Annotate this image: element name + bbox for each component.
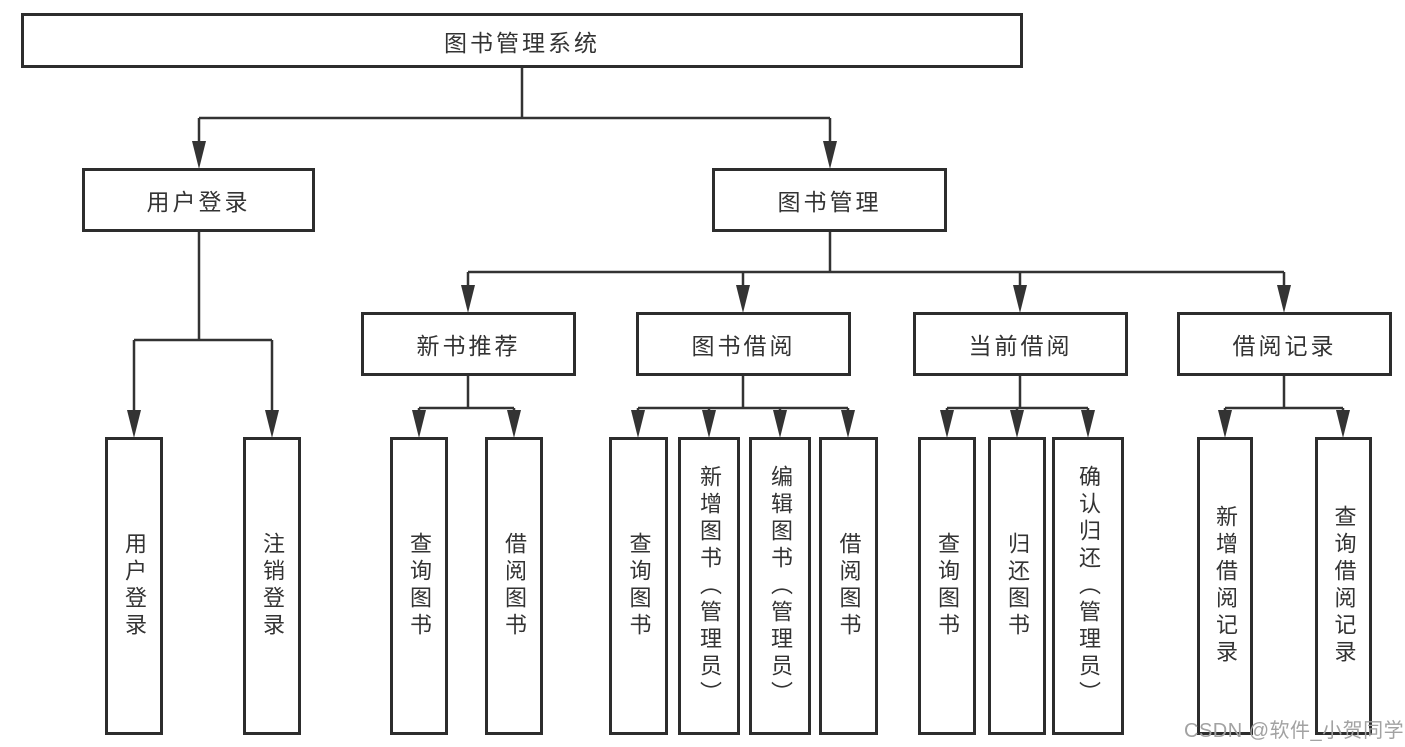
node-borrow-borrow-books: 借阅图书 [819,437,878,735]
node-borrow-query-books: 查询图书 [609,437,668,735]
node-book-borrow: 图书借阅 [636,312,851,376]
node-root-system: 图书管理系统 [21,13,1023,68]
node-new-book-recommend: 新书推荐 [361,312,576,376]
node-current-confirm-return-admin: 确认归还（管理员） [1052,437,1124,735]
csdn-watermark: CSDN @软件_小贺同学 [1184,720,1405,742]
node-recommend-borrow-books: 借阅图书 [485,437,543,735]
node-book-management: 图书管理 [712,168,947,232]
node-borrow-records: 借阅记录 [1177,312,1392,376]
node-user-login-action: 用户登录 [105,437,163,735]
node-records-query-record: 查询借阅记录 [1315,437,1372,735]
node-records-add-record: 新增借阅记录 [1197,437,1253,735]
node-borrow-add-books-admin: 新增图书（管理员） [678,437,740,735]
arrowheads [127,141,1350,438]
node-logout-action: 注销登录 [243,437,301,735]
node-current-return-books: 归还图书 [988,437,1046,735]
node-borrow-edit-books-admin: 编辑图书（管理员） [749,437,811,735]
node-user-login: 用户登录 [82,168,315,232]
node-current-query-books: 查询图书 [918,437,976,735]
node-current-borrow: 当前借阅 [913,312,1128,376]
node-recommend-query-books: 查询图书 [390,437,448,735]
